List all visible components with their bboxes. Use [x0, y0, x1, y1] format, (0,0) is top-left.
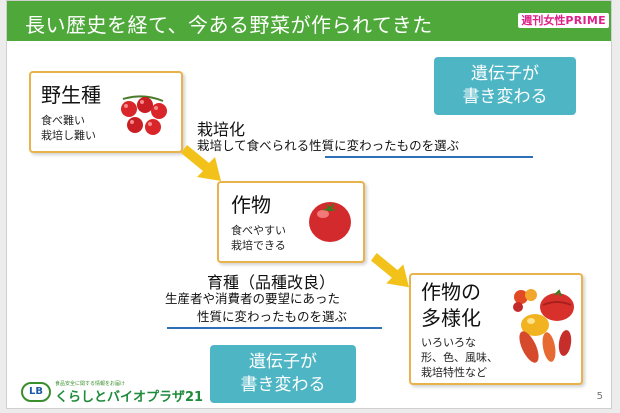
diversification-card: 作物の 多様化 いろいろな 形、色、風味、 栽培特性など	[409, 273, 583, 385]
logo-name: くらしとバイオプラザ21	[55, 390, 204, 405]
cultivation-underline	[325, 156, 533, 158]
breeding-heading: 育種（品種改良）	[207, 273, 336, 292]
breeding-underline	[167, 327, 382, 329]
tomato-icon	[309, 202, 351, 242]
gene-change-callout-top: 遺伝子が 書き変わる	[434, 57, 576, 115]
lb-logo-icon: LB	[21, 382, 51, 402]
diversification-title-line: 多様化	[421, 306, 481, 330]
brand-secondary: PRIME	[565, 14, 606, 27]
title-bar: 長い歴史を経て、今ある野菜が作られてきた 週刊女性PRIME	[7, 1, 611, 41]
cultivation-heading: 栽培化	[197, 120, 246, 139]
diversification-desc-line: 栽培特性など	[421, 366, 487, 379]
callout-line: 遺伝子が	[249, 352, 317, 372]
brand-primary: 週刊女性	[521, 14, 566, 27]
organization-logo: LB 食品安全に関する情報をお届け くらしとバイオプラザ21	[21, 378, 221, 405]
breeding-desc-line1: 生産者や消費者の要望にあった	[165, 291, 341, 306]
page-number: 5	[596, 391, 603, 402]
crop-title: 作物	[231, 193, 271, 217]
cultivation-desc: 栽培して食べられる性質に変わったものを選ぶ	[197, 138, 459, 154]
slide-title: 長い歴史を経て、今ある野菜が作られてきた	[25, 13, 433, 37]
logo-tagline: 食品安全に関する情報をお届け	[55, 381, 126, 387]
crop-desc-line: 栽培できる	[231, 239, 286, 252]
diversification-title: 作物の 多様化	[421, 279, 481, 331]
cultivation-desc-plain: 栽培して食べられる	[197, 138, 310, 153]
diversification-desc-line: 形、色、風味、	[421, 351, 498, 364]
callout-line: 書き変わる	[240, 375, 326, 395]
breeding-desc-line2: 性質に変わったものを選ぶ	[197, 309, 348, 324]
brand-badge: 週刊女性PRIME	[518, 13, 609, 28]
callout-line: 書き変わる	[462, 87, 548, 107]
wild-desc-line: 栽培し難い	[41, 129, 96, 142]
arrow-down-right-icon	[181, 145, 221, 181]
wild-species-card: 野生種 食べ難い 栽培し難い	[29, 71, 183, 153]
slide: 長い歴史を経て、今ある野菜が作られてきた 週刊女性PRIME 野生種 食べ難い …	[6, 0, 612, 409]
diversification-desc-line: いろいろな	[421, 336, 476, 349]
heirloom-tomatoes-icon	[513, 289, 574, 363]
crop-desc: 食べやすい 栽培できる	[231, 223, 286, 253]
cultivation-desc-underlined: 性質に変わったものを選ぶ	[309, 138, 460, 153]
crop-desc-line: 食べやすい	[231, 224, 286, 237]
wild-species-title: 野生種	[41, 83, 101, 107]
crop-card: 作物 食べやすい 栽培できる	[217, 181, 365, 263]
tomato-cluster-icon	[121, 95, 167, 135]
wild-species-desc: 食べ難い 栽培し難い	[41, 113, 96, 143]
wild-desc-line: 食べ難い	[41, 114, 85, 127]
arrow-down-right-icon	[371, 253, 409, 288]
diversification-title-line: 作物の	[421, 280, 481, 304]
gene-change-callout-bottom: 遺伝子が 書き変わる	[210, 345, 356, 403]
diversification-desc: いろいろな 形、色、風味、 栽培特性など	[421, 335, 498, 380]
callout-line: 遺伝子が	[471, 64, 539, 84]
